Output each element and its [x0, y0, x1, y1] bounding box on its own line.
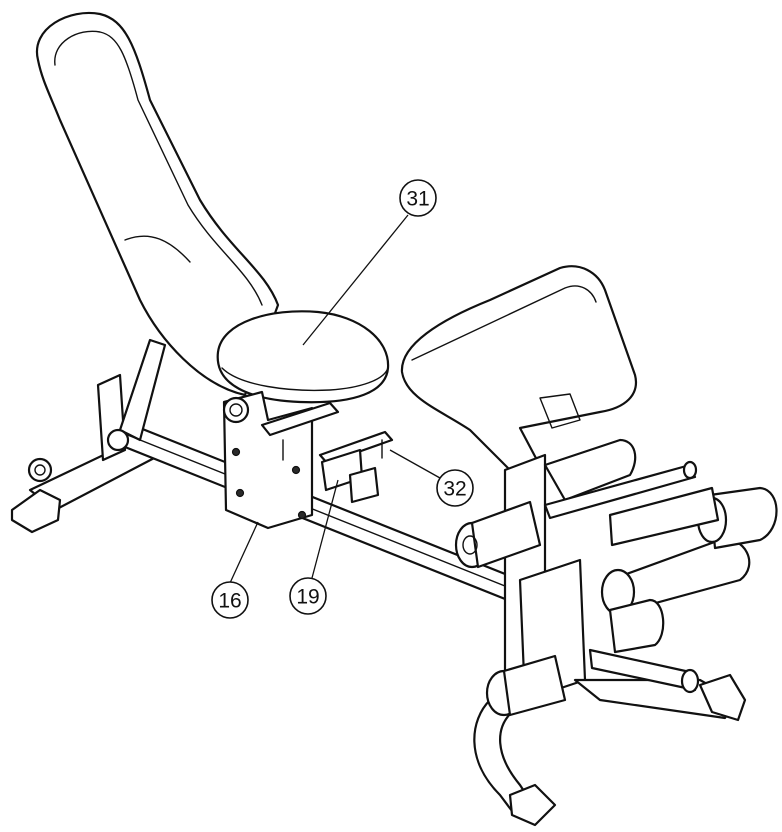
rear-stabilizer	[10, 438, 162, 534]
backrest-pad	[35, 11, 280, 397]
upper-leg-rollers	[454, 438, 698, 569]
callout-32: 32	[436, 469, 474, 507]
preacher-pad	[400, 265, 638, 472]
main-rail	[118, 418, 522, 607]
callout-19: 19	[289, 577, 327, 615]
callout-16: 16	[211, 581, 249, 619]
seat-adjust-plates	[260, 401, 394, 504]
callout-31: 31	[399, 179, 437, 217]
leader-16	[229, 521, 259, 584]
callout-31-label: 31	[406, 188, 429, 211]
callout-19-label: 19	[296, 586, 319, 609]
leader-lines	[229, 214, 441, 584]
front-stabilizer	[473, 598, 747, 827]
leader-32	[389, 449, 441, 479]
rear-upright	[96, 338, 167, 462]
callout-32-label: 32	[443, 478, 466, 501]
leader-19	[311, 479, 339, 579]
lower-leg-rollers	[600, 486, 778, 616]
callout-16-label: 16	[218, 590, 241, 613]
leader-31	[302, 214, 409, 346]
seat-pad	[216, 310, 390, 404]
